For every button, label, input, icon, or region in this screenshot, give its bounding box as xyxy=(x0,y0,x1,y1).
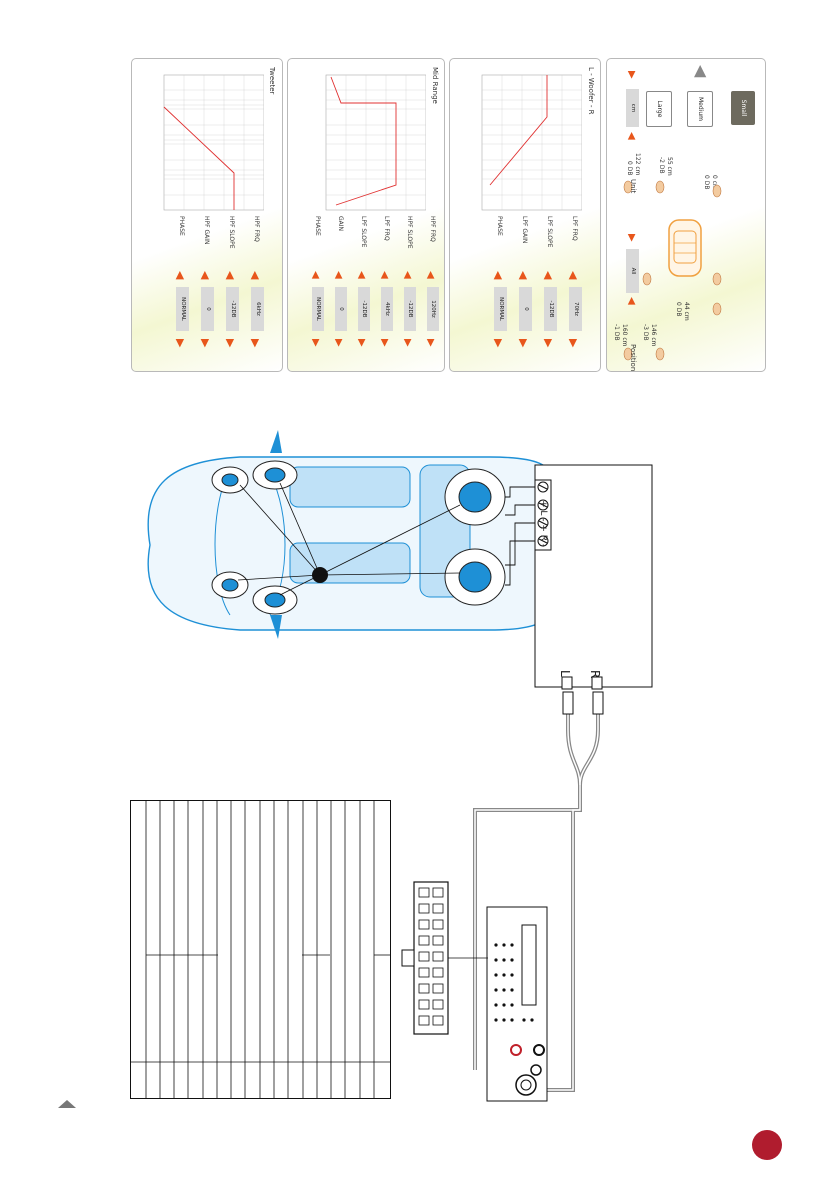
row-label: LPF FRQ xyxy=(571,216,578,241)
row-label: LPF SLOPE xyxy=(546,216,553,248)
value-box: 4kHz xyxy=(381,287,393,331)
value-box: 70Hz xyxy=(569,287,582,331)
amp-terminal-labels: + L - + R - xyxy=(538,500,548,548)
panel-title: L - Woofer - R xyxy=(587,67,595,115)
delay-db: -2 DB xyxy=(658,157,665,174)
amp-input-right-label: R xyxy=(588,670,602,679)
position-panel: Small Medium Large ◀ 122 cm 0 DB 55 cm -… xyxy=(606,58,766,372)
delay-distance: 122 cm xyxy=(634,153,641,176)
panel-title: Mid Range xyxy=(431,67,439,104)
unit-value: cm xyxy=(626,89,639,127)
unit-right-arrow-icon[interactable]: ▶ xyxy=(626,71,637,79)
tweeter-curve-graph xyxy=(163,74,264,211)
value-box: 120Hz xyxy=(427,287,439,331)
woofer-panel: L - Woofer - R LPF FRQ LPF SLOPE LPF GAI… xyxy=(449,58,601,372)
midrange-curve-graph xyxy=(325,74,426,211)
decrease-arrows[interactable]: ◀◀◀◀ xyxy=(174,271,262,280)
value-box: -12DB xyxy=(226,287,239,331)
pin-assignment-table xyxy=(130,800,391,1099)
value-box: 0 xyxy=(519,287,532,331)
row-label: PHASE xyxy=(314,216,321,236)
panel-title: Tweeter xyxy=(268,67,276,95)
row-label: LPF FRQ xyxy=(383,216,390,241)
value-box: -12DB xyxy=(358,287,370,331)
midrange-panel: Mid Range HPF FRQ HPF SLOPE LPF FRQ LPF … xyxy=(287,58,445,372)
value-box: 0 xyxy=(335,287,347,331)
row-label: HPF FRQ xyxy=(253,216,260,242)
increase-arrows[interactable]: ▶▶▶▶ xyxy=(492,339,580,348)
row-label: HPF SLOPE xyxy=(228,216,235,249)
value-box: -12DB xyxy=(404,287,416,331)
increase-arrows[interactable]: ▶▶▶▶▶▶ xyxy=(310,339,436,347)
increase-arrows[interactable]: ▶▶▶▶ xyxy=(174,339,262,348)
small-button[interactable]: Small xyxy=(731,91,755,125)
head-unit-rear xyxy=(486,906,548,1102)
row-label: HPF SLOPE xyxy=(406,216,413,249)
delay-distance: 55 cm xyxy=(666,157,673,176)
position-label: Position xyxy=(629,344,637,372)
row-label: PHASE xyxy=(178,216,185,236)
row-label: GAIN xyxy=(337,216,344,232)
medium-button[interactable]: Medium xyxy=(687,91,713,127)
woofer-curve-graph xyxy=(481,74,582,211)
decrease-arrows[interactable]: ◀◀◀◀◀◀ xyxy=(310,271,436,279)
collapse-chevron-icon[interactable]: ◀ xyxy=(692,65,711,78)
value-box: -12DB xyxy=(544,287,557,331)
value-box: NORMAL xyxy=(312,287,324,331)
row-label: LPF SLOPE xyxy=(360,216,367,248)
up-triangle-icon[interactable] xyxy=(58,1100,76,1108)
page-badge xyxy=(752,1130,782,1160)
position-value: All xyxy=(626,249,639,293)
row-label: PHASE xyxy=(496,216,503,236)
large-button[interactable]: Large xyxy=(646,91,672,127)
car-top-view-icon xyxy=(668,219,702,277)
tweeter-panel: Tweeter HPF FRQ HPF SLOPE HPF GAIN PHASE… xyxy=(131,58,283,372)
value-box: 0 xyxy=(201,287,214,331)
amp-input-left-label: L xyxy=(558,670,572,677)
delay-db: 0 DB xyxy=(626,161,633,176)
position-left-arrow-icon[interactable]: ◀ xyxy=(626,297,637,305)
value-box: NORMAL xyxy=(494,287,507,331)
row-label: LPF GAIN xyxy=(521,216,528,244)
value-box: NORMAL xyxy=(176,287,189,331)
position-right-arrow-icon[interactable]: ▶ xyxy=(626,234,637,242)
unit-left-arrow-icon[interactable]: ◀ xyxy=(626,132,637,140)
unit-label: Unit xyxy=(629,179,637,194)
row-label: HPF FRQ xyxy=(429,216,436,242)
row-label: HPF GAIN xyxy=(203,216,210,245)
value-box: 6kHz xyxy=(251,287,264,331)
harness-connector xyxy=(401,881,488,1035)
car-speaker-diagram xyxy=(147,430,653,690)
speaker-icons xyxy=(623,180,722,361)
decrease-arrows[interactable]: ◀◀◀◀ xyxy=(492,271,580,280)
